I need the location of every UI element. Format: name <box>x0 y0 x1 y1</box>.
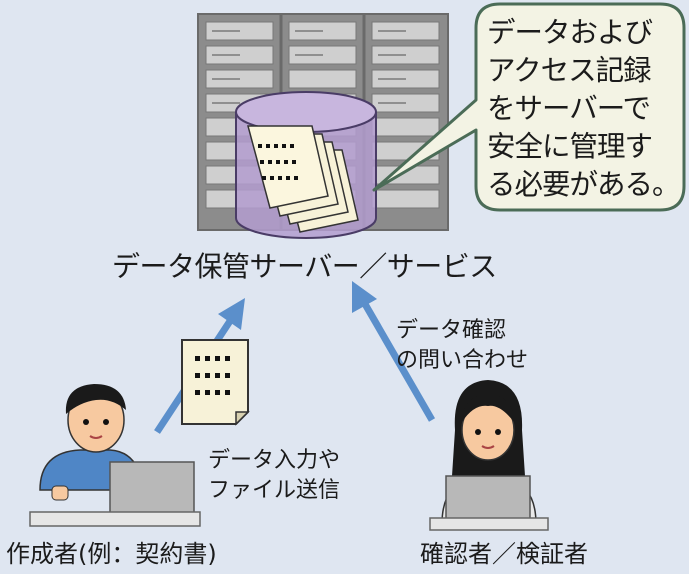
server-label: データ保管サーバー／サービス <box>112 250 497 283</box>
callout-line: 安全に管理す <box>487 130 653 163</box>
verifier-action-line: の問い合わせ <box>396 348 529 373</box>
callout-text: データおよび アクセス記録 をサーバーで 安全に管理す る必要がある。 <box>487 14 685 204</box>
callout-line: アクセス記録 <box>487 54 652 87</box>
male-worker-icon <box>39 384 143 491</box>
creator-action-note: データ入力や ファイル送信 <box>208 446 340 506</box>
creator-action-line: ファイル送信 <box>208 478 341 503</box>
callout-line: る必要がある。 <box>487 168 681 201</box>
verifier-role-label: 確認者／検証者 <box>420 540 588 568</box>
laptop-icon <box>29 461 201 527</box>
document-icon <box>181 339 250 426</box>
verifier-action-line: データ確認 <box>396 318 507 343</box>
arrow-verifier-to-server <box>352 281 436 422</box>
creator-action-line: データ入力や <box>208 448 341 473</box>
callout-line: データおよび <box>487 16 653 49</box>
callout-line: をサーバーで <box>487 92 651 125</box>
verifier-action-note: データ確認 の問い合わせ <box>396 316 528 376</box>
creator-role-label: 作成者(例：契約書) <box>6 540 217 568</box>
laptop-icon <box>429 475 549 531</box>
callout-bubble <box>372 2 686 212</box>
document-stack-icon <box>247 125 359 233</box>
